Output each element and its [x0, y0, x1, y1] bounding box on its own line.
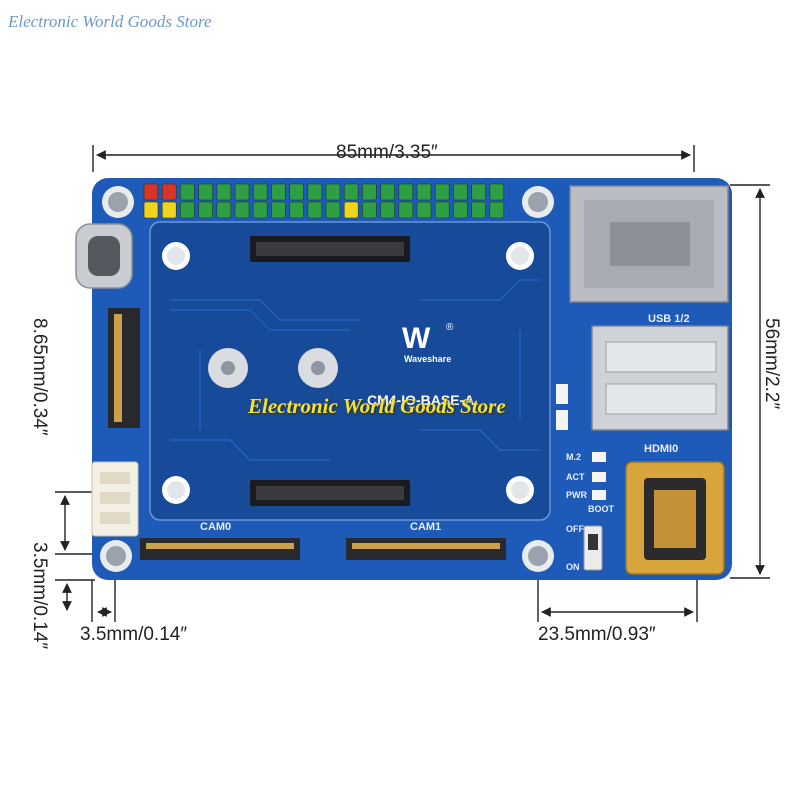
gpio-pin [198, 201, 213, 219]
store-name: Electronic World Goods Store [8, 12, 212, 31]
gpio-pin [325, 183, 341, 201]
boot-label: BOOT [588, 504, 614, 514]
corner-vertical-dimension: 3.5mm/0.14″ [29, 542, 50, 650]
gpio-pin [216, 183, 232, 201]
cm4-connectors [250, 236, 410, 506]
waveshare-logo: W ® [402, 322, 454, 355]
gpio-pin [489, 183, 505, 201]
gpio-pin [143, 183, 159, 201]
switch-off-label: OFF [566, 524, 584, 534]
gpio-pin [325, 201, 341, 219]
gpio-pin [216, 201, 232, 219]
svg-text:W: W [402, 322, 431, 355]
gpio-pin [271, 201, 286, 219]
ethernet-port [569, 185, 729, 303]
gpio-pin [234, 183, 250, 201]
status-leds [556, 384, 606, 500]
gpio-pin [434, 183, 450, 201]
gpio-pin [252, 183, 268, 201]
gpio-pin [252, 201, 268, 219]
gpio-pin [307, 201, 323, 219]
gpio-pin [453, 201, 468, 219]
gpio-pin [271, 183, 286, 201]
gpio-pin [180, 183, 195, 201]
gpio-pin [434, 201, 450, 219]
right-offset-dimension: 23.5mm/0.93″ [538, 624, 656, 645]
mounting-holes [100, 186, 554, 572]
hdmi-label: HDMI0 [644, 443, 679, 455]
gpio-pin [471, 201, 486, 219]
svg-text:®: ® [446, 322, 454, 333]
gpio-pin [343, 183, 359, 201]
gpio-pin [307, 183, 323, 201]
gpio-pin [380, 183, 395, 201]
width-dimension: 85mm/3.35″ [336, 142, 438, 163]
gpio-pin [380, 201, 395, 219]
gpio-pin [198, 183, 213, 201]
switch-on-label: ON [566, 562, 580, 572]
gpio-pin [416, 183, 432, 201]
gpio-pin [234, 201, 250, 219]
gpio-pin [362, 201, 377, 219]
gpio-pin [398, 183, 414, 201]
led-pwr-label: PWR [566, 490, 587, 500]
corner-horizontal-dimension: 3.5mm/0.14″ [80, 624, 188, 645]
hdmi-port [625, 461, 725, 575]
height-dimension: 56mm/2.2″ [761, 318, 782, 410]
gpio-pin [161, 201, 177, 219]
gpio-pin [343, 201, 359, 219]
brand-name: Waveshare [404, 354, 452, 364]
gpio-header [143, 183, 505, 219]
usb-a-port [591, 325, 729, 431]
dimension-lines [55, 145, 770, 622]
led-m2-label: M.2 [566, 452, 582, 462]
cam0-label: CAM0 [200, 521, 232, 533]
usb-c-port [75, 223, 133, 289]
fpc-connectors [108, 308, 506, 560]
usb-label: USB 1/2 [648, 313, 690, 325]
gpio-pin [161, 183, 177, 201]
gpio-pin [289, 183, 304, 201]
gpio-pin [289, 201, 304, 219]
gpio-pin [416, 201, 432, 219]
watermark: Electronic World Goods Store [248, 394, 506, 418]
left-hole-dimension: 8.65mm/0.34″ [29, 318, 50, 436]
gpio-pin [143, 201, 159, 219]
led-act-label: ACT [566, 472, 585, 482]
fan-connector [91, 461, 139, 537]
boot-switch [583, 525, 603, 571]
gpio-pin [398, 201, 414, 219]
gpio-pin [453, 183, 468, 201]
gpio-pin [362, 183, 377, 201]
board-name: CM4-IO-BASE-A [367, 392, 475, 408]
cam1-label: CAM1 [410, 521, 442, 533]
gpio-pin [471, 183, 486, 201]
gpio-pin [489, 201, 505, 219]
gpio-pin [180, 201, 195, 219]
